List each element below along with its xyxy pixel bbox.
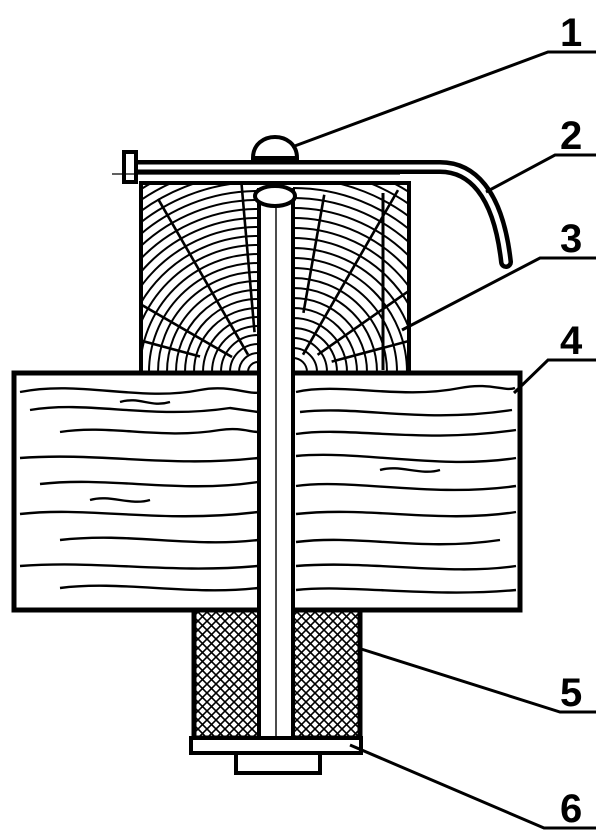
leader-line-2 — [485, 153, 596, 194]
leader-line-4 — [512, 358, 596, 395]
leader-line-6 — [349, 743, 596, 830]
washer-plate — [189, 736, 363, 755]
callout-1: 1 — [560, 11, 582, 55]
leader-lines — [291, 50, 596, 830]
callout-3: 3 — [560, 217, 582, 261]
latch-pin — [112, 150, 513, 269]
leader-line-5 — [357, 646, 596, 714]
leader-line-1 — [291, 50, 596, 149]
leader-line-3 — [401, 256, 596, 332]
nut — [234, 751, 322, 775]
bolt-head — [250, 135, 300, 208]
callout-2: 2 — [560, 114, 582, 158]
callout-6: 6 — [560, 787, 582, 831]
bushing — [191, 607, 363, 741]
callout-4: 4 — [560, 319, 583, 363]
callout-5: 5 — [560, 671, 582, 715]
vertical-bolt — [257, 188, 295, 740]
